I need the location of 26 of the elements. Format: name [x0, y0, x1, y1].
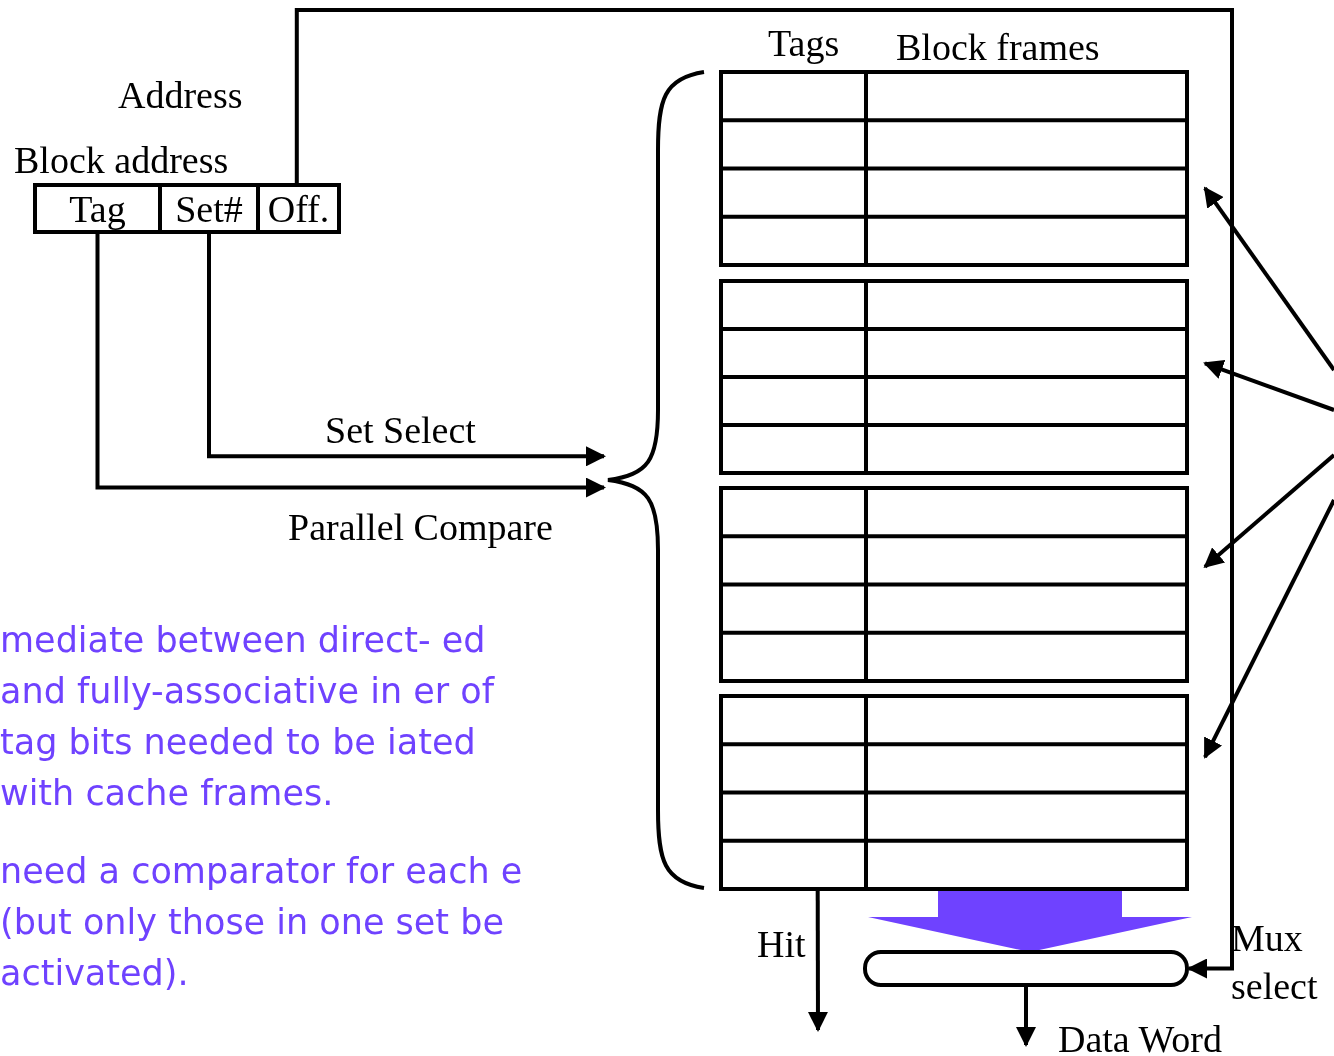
arrow	[1016, 987, 1036, 1047]
arrow	[1203, 499, 1334, 759]
address-label: Address	[118, 76, 243, 114]
arrow	[1203, 186, 1334, 372]
arrow	[1203, 360, 1334, 412]
arrow	[95, 234, 606, 498]
arrow	[294, 8, 1234, 979]
cache-set-block	[719, 694, 1189, 891]
cache-set-block	[719, 486, 1189, 683]
note-text: mediate between direct- ed and fully-associative in er of tag bits needed to be iated with cache frames.	[0, 619, 496, 815]
cache-set-block	[719, 279, 1189, 475]
edge-label: Hit	[757, 925, 806, 963]
edge-label: Set Select	[325, 411, 476, 449]
note-text: need a comparator for each e (but only those in one set be activated).	[0, 850, 524, 995]
address-label: Block address	[14, 141, 229, 179]
column-header: Block frames	[896, 28, 1100, 66]
edge-label: Mux select	[1231, 916, 1319, 1009]
edge-label: Parallel Compare	[288, 508, 553, 546]
cache-set-block	[719, 70, 1189, 267]
multiplexer-bar	[863, 950, 1189, 987]
edge-label: Data Word	[1058, 1020, 1223, 1056]
arrow	[207, 234, 606, 467]
block-arrow	[868, 889, 1192, 952]
arrow	[1203, 453, 1334, 569]
arrow	[807, 891, 828, 1032]
column-header: Tags	[768, 24, 840, 62]
